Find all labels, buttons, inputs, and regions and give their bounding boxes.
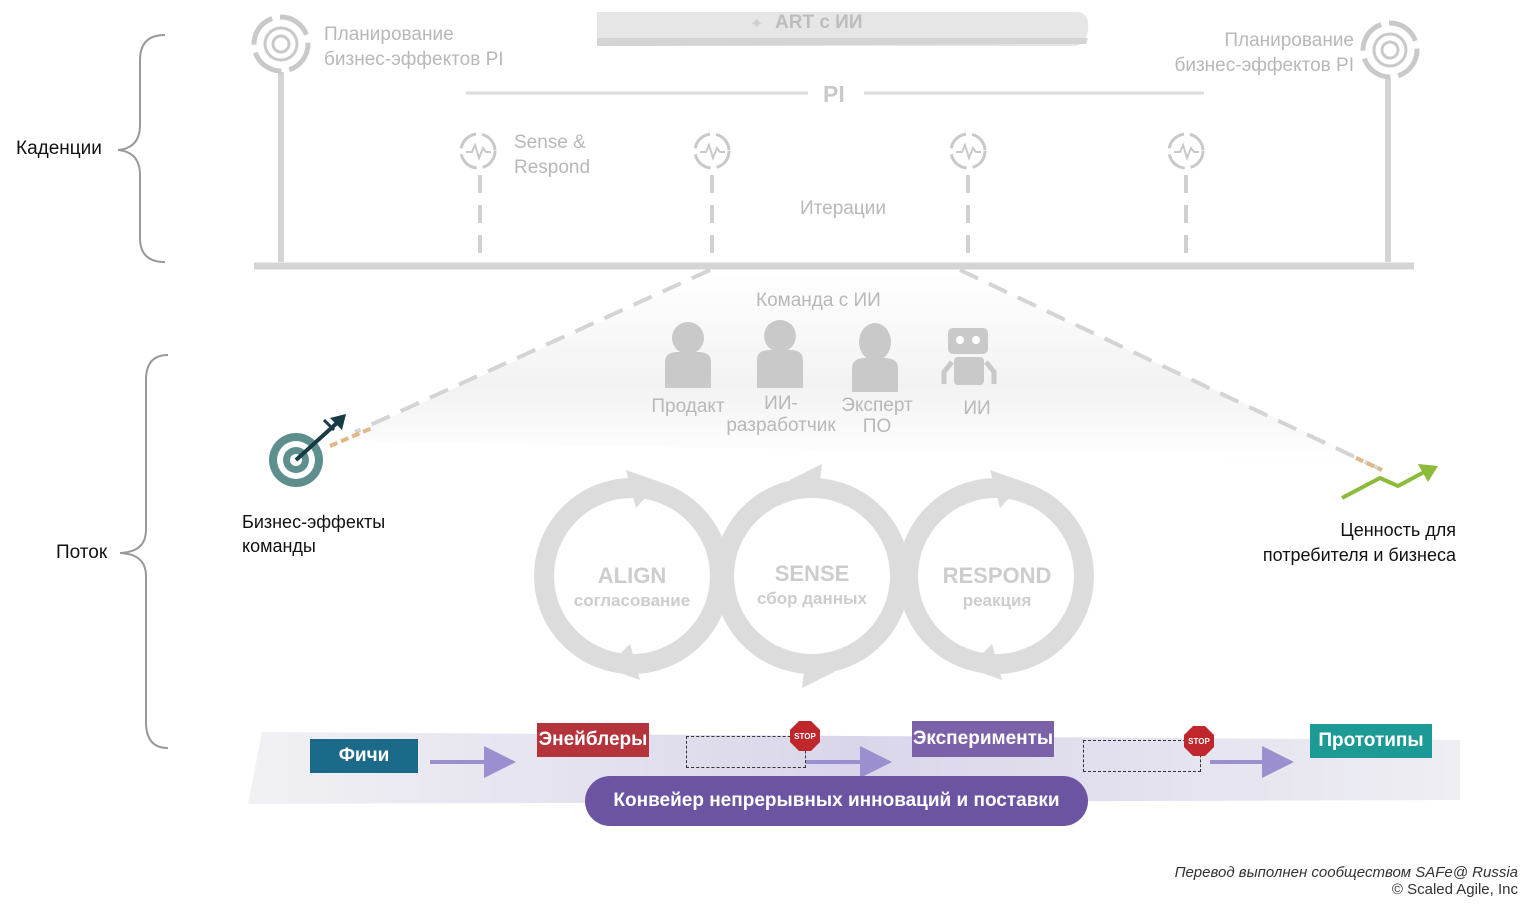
value-label: Ценность для потребителя и бизнеса [1220, 518, 1456, 568]
stop-sign-icon: STOP [790, 721, 820, 751]
stop-sign-icon: STOP [1184, 726, 1214, 756]
pi-planning-right-line2: бизнес-эффектов PI [1174, 55, 1354, 76]
sense-respond-icon [693, 132, 731, 170]
business-outcomes-line1: Бизнес-эффекты [242, 512, 386, 532]
pipeline-item-prototypes: Прототипы [1310, 724, 1432, 758]
pi-planning-left-line2: бизнес-эффектов PI [324, 49, 504, 70]
value-line2: потребителя и бизнеса [1262, 545, 1456, 565]
cadences-brace [117, 34, 166, 263]
target-icon [269, 414, 346, 487]
cadences-label: Каденции [16, 138, 102, 159]
pi-planning-icon-left [251, 14, 311, 74]
sense-respond-icon [949, 132, 987, 170]
align-subtitle: согласование [573, 591, 691, 610]
pi-planning-right-line1: Планирование [1224, 30, 1354, 51]
pi-label: PI [823, 81, 845, 107]
iterations-label: Итерации [800, 198, 886, 219]
flow-brace [119, 354, 169, 749]
pi-planning-left-line1: Планирование [324, 24, 454, 45]
team-member-label: ИИ [963, 398, 991, 419]
align-title: ALIGN [597, 563, 667, 588]
team-member-label: ИИ- разработчик [726, 393, 836, 436]
sense-title: SENSE [774, 561, 850, 586]
sense-subtitle: сбор данных [757, 589, 867, 608]
pipeline-dashed-box [686, 736, 806, 768]
sense-respond-icon [459, 132, 497, 170]
team-member-label: Эксперт ПО [841, 395, 913, 437]
footer-credit: Перевод выполнен сообществом SAFe@ Russi… [1174, 864, 1518, 881]
robot-icon [941, 328, 997, 385]
sense-respond-line1: Sense & [514, 132, 586, 153]
person-icon [665, 322, 711, 388]
business-outcomes-line2: команды [242, 536, 316, 556]
respond-title: RESPOND [942, 563, 1052, 588]
trend-arrow-icon [1341, 464, 1438, 500]
pipeline-item-experiments: Эксперименты [912, 721, 1054, 757]
sense-cycle-label: SENSE сбор данных [732, 561, 892, 609]
sense-respond-line2: Respond [514, 157, 591, 178]
pipeline-title: Конвейер непрерывных инноваций и поставк… [585, 776, 1088, 826]
pipeline-item-features: Фичи [310, 739, 418, 773]
sparkle-icon: ✦ [750, 16, 764, 33]
respond-subtitle: реакция [962, 591, 1032, 610]
team-member-label: Продакт [651, 396, 725, 417]
person-female-icon [852, 323, 898, 392]
align-cycle-label: ALIGN согласование [552, 563, 712, 611]
respond-cycle-label: RESPOND реакция [912, 563, 1082, 611]
business-outcomes-label: Бизнес-эффекты команды [242, 510, 385, 558]
footer-copyright: © Scaled Agile, Inc [1391, 881, 1518, 898]
art-banner-shape [597, 12, 1089, 46]
pi-planning-icon-right [1360, 20, 1420, 80]
value-line1: Ценность для [1340, 520, 1456, 540]
flow-label: Поток [56, 542, 108, 563]
person-icon [757, 320, 803, 388]
art-banner-title: ART с ИИ [775, 12, 863, 33]
pipeline-item-enablers: Энейблеры [537, 723, 649, 757]
sense-respond-icon [1167, 132, 1205, 170]
pipeline-dashed-box [1083, 740, 1201, 772]
team-title: Команда с ИИ [756, 290, 881, 311]
